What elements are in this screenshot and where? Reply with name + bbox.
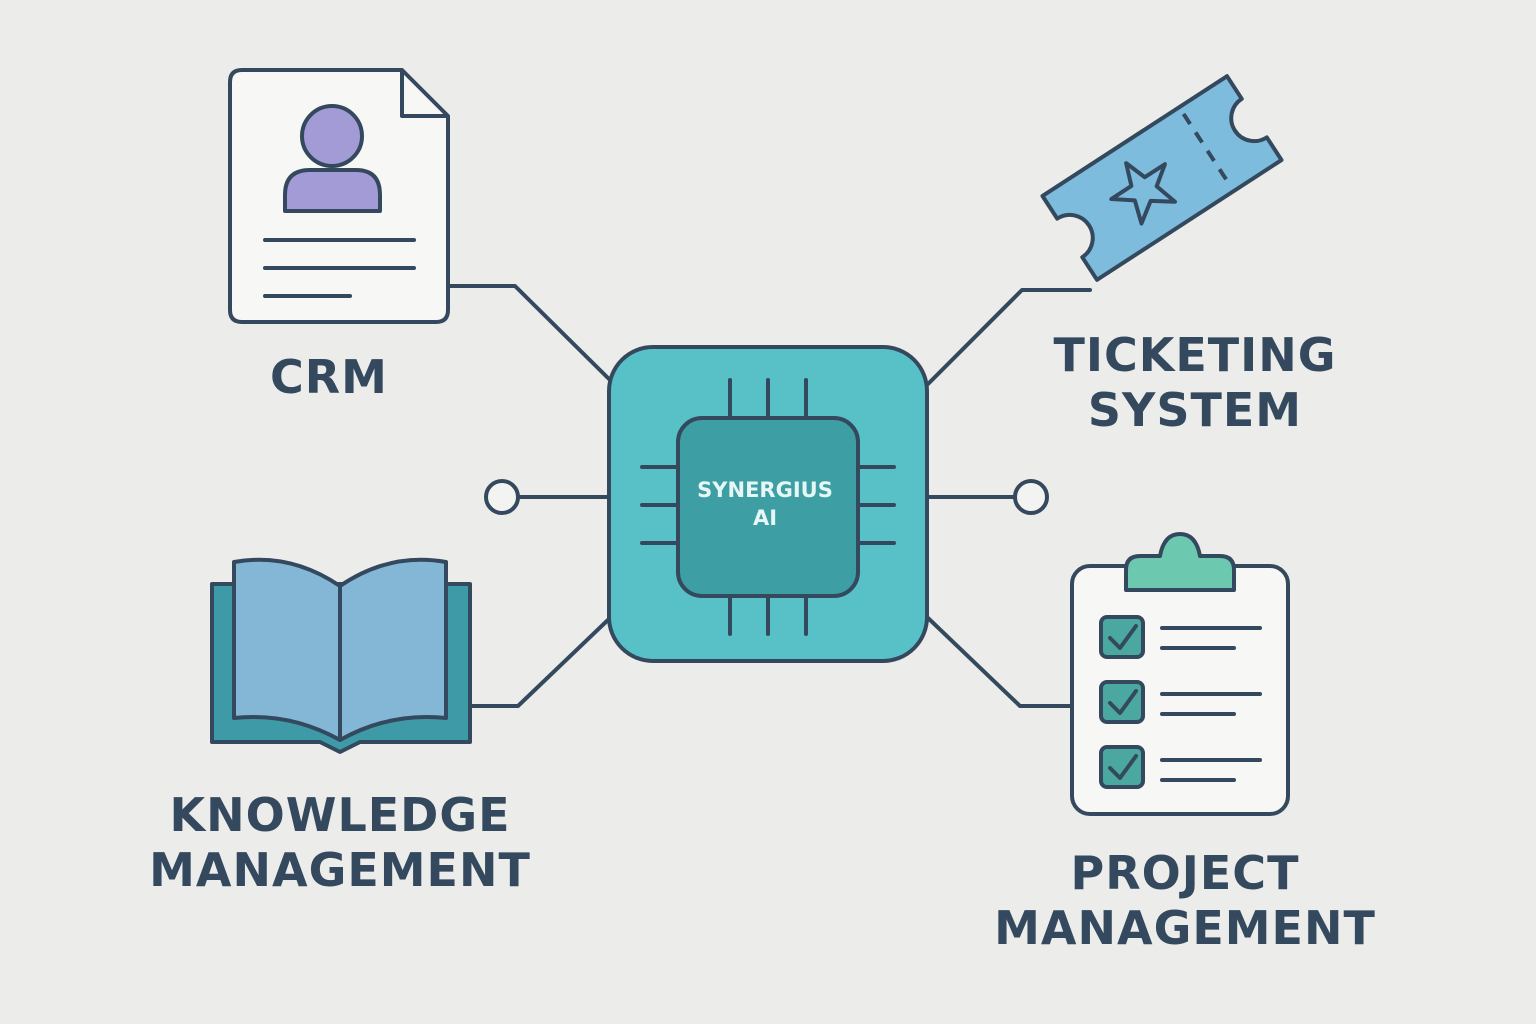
knowledge-label: KNOWLEDGE MANAGEMENT (140, 788, 540, 898)
port-right-icon (1013, 479, 1049, 515)
port-left-icon (484, 479, 520, 515)
connector-crm (446, 284, 612, 382)
ticketing-label-line2: SYSTEM (1087, 383, 1303, 438)
clipboard-checklist-icon (1070, 532, 1290, 816)
knowledge-label-line2: MANAGEMENT (149, 843, 531, 898)
ticketing-label-line1: TICKETING (1053, 328, 1337, 382)
connector-knowledge (470, 616, 612, 708)
project-label-line1: PROJECT (1070, 846, 1300, 900)
hub-label-line1: SYNERGIUS (697, 478, 833, 502)
crm-label: CRM (270, 350, 388, 405)
project-label: PROJECT MANAGEMENT (985, 846, 1385, 956)
ticket-star-icon (1040, 74, 1284, 282)
connector-ticketing (926, 288, 1092, 386)
connector-project (926, 616, 1074, 708)
hub-label-line2: AI (752, 506, 778, 531)
open-book-icon (210, 557, 472, 754)
knowledge-label-line1: KNOWLEDGE (169, 788, 511, 842)
crm-label-line1: CRM (270, 350, 388, 404)
chip-icon (607, 345, 929, 663)
project-label-line2: MANAGEMENT (994, 901, 1376, 956)
document-user-icon (228, 68, 450, 324)
hub-label: SYNERGIUS AI (660, 476, 870, 533)
ticketing-label: TICKETING SYSTEM (1040, 328, 1350, 438)
